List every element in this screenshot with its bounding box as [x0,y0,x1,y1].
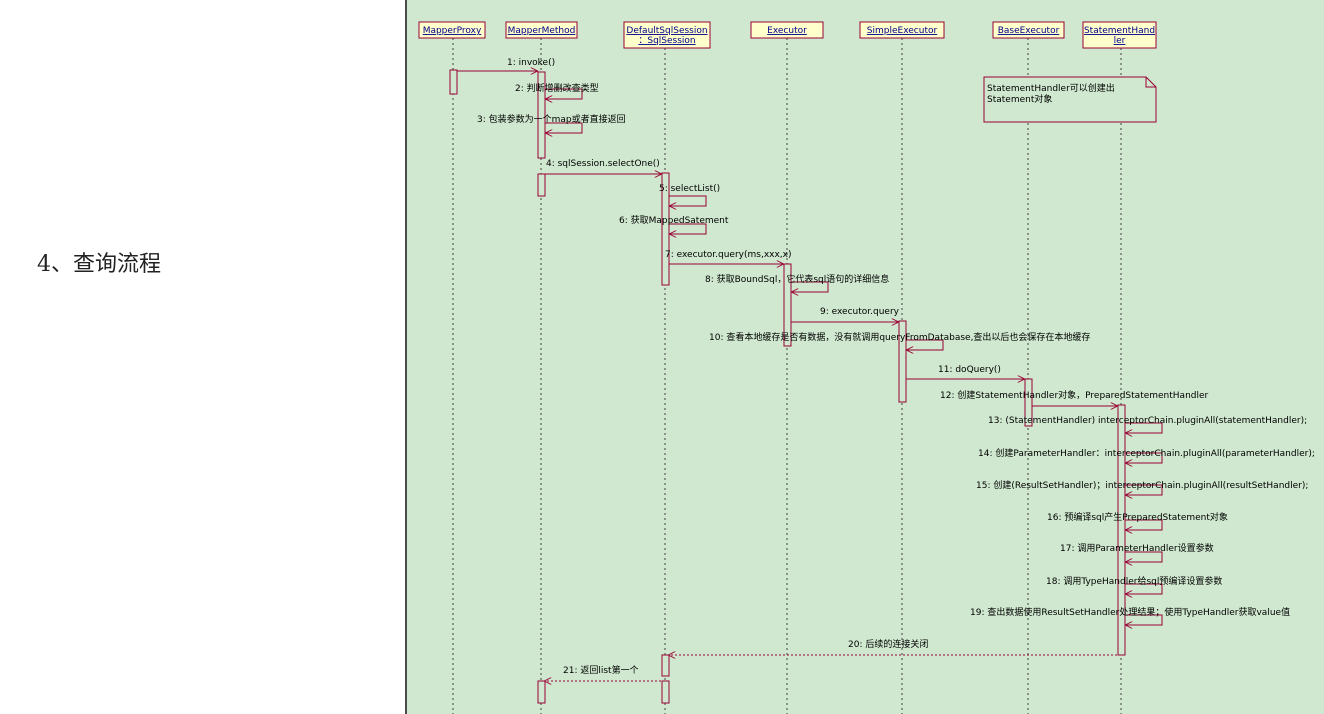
message-8-arrow [791,281,829,292]
message-6-label: 6: 获取MappedSatement [619,215,729,226]
object-label-executor: Executor [767,26,807,36]
object-label-mapperproxy: MapperProxy [423,26,482,36]
message-12-label: 12: 创建StatementHandler对象，PreparedStateme… [940,389,1209,401]
message-17-arrow [1125,551,1163,562]
message-20-label: 20: 后续的连接关闭 [848,638,928,650]
message-16-label: 16: 预编译sql产生PreparedStatement对象 [1047,511,1228,523]
message-13-arrow [1125,422,1163,433]
section-heading: 4、查询流程 [37,252,161,277]
activation-bar [449,69,458,95]
object-label-baseexecutor: BaseExecutor [998,26,1060,36]
message-14-arrow [1125,452,1163,463]
object-box-simpleexecutor [859,21,945,39]
message-21-label: 21: 返回list第一个 [563,664,639,676]
object-label-defaultsqlsession: DefaultSqlSession [626,26,707,36]
message-3-arrow [545,122,583,133]
activation-bar [898,320,907,403]
message-18-label: 18: 调用TypeHandler给sql预编译设置参数 [1046,575,1222,587]
message-7-label: 7: executor.query(ms,xxx,x) [665,250,792,260]
object-box-defaultsqlsession [623,21,711,49]
activation-bar [537,680,546,704]
message-19-arrow [1125,614,1163,625]
message-5-arrow [669,195,707,206]
message-2-arrow [545,88,583,99]
note-text: StatementHandler可以创建出 [987,82,1115,94]
message-5-label: 5: selectList() [659,184,720,194]
note-box [983,76,1157,123]
message-8-label: 8: 获取BoundSql，它代表sql语句的详细信息 [705,273,889,285]
message-1-label: 1: invoke() [507,58,555,68]
activation-bar [661,172,670,286]
object-box-executor [750,21,824,39]
message-2-label: 2: 判断增删改查类型 [515,82,599,94]
message-16-arrow [1125,519,1163,530]
message-4-label: 4: sqlSession.selectOne() [546,159,660,169]
message-15-label: 15: 创建(ResultSetHandler)；interceptorChai… [976,479,1308,491]
object-box-mapperproxy [418,21,486,39]
message-3-label: 3: 包装参数为一个map或者直接返回 [477,113,626,125]
activation-bar [537,71,546,159]
note-text: Statement对象 [987,93,1052,105]
message-18-arrow [1125,583,1163,594]
activation-bar [537,173,546,197]
object-label-simpleexecutor: SimpleExecutor [867,26,938,36]
message-15-arrow [1125,484,1163,495]
message-10-label: 10: 查看本地缓存是否有数据，没有就调用queryFromDatabase,查… [709,331,1090,343]
message-13-label: 13: (StatementHandler) interceptorChain.… [988,416,1307,426]
object-label-statementhandler: StatementHand [1084,26,1155,36]
activation-bar [783,263,792,347]
object-label-statementhandler: ler [1114,36,1126,46]
message-19-label: 19: 查出数据使用ResultSetHandler处理结果；使用TypeHan… [970,606,1290,618]
activation-bar [661,654,670,677]
object-box-statementhandler [1082,21,1157,49]
message-11-label: 11: doQuery() [938,365,1001,375]
activation-bar [661,680,670,704]
object-label-defaultsqlsession: ：SqlSession [638,36,695,46]
object-box-baseexecutor [992,21,1065,39]
message-9-label: 9: executor.query [820,307,900,317]
object-box-mappermethod [505,21,578,39]
activation-bar [1024,378,1033,427]
object-label-mappermethod: MapperMethod [508,26,576,36]
sequence-diagram: MapperProxy MapperMethod DefaultSqlSession… [418,21,1315,714]
message-14-label: 14: 创建ParameterHandler：interceptorChain.… [978,447,1315,459]
message-17-label: 17: 调用ParameterHandler设置参数 [1060,542,1214,554]
message-6-arrow [669,223,707,234]
note-fold [1145,77,1156,88]
message-10-arrow [906,339,944,350]
sequence-diagram-canvas: MapperProxy MapperMethod DefaultSqlSession… [405,0,1324,714]
